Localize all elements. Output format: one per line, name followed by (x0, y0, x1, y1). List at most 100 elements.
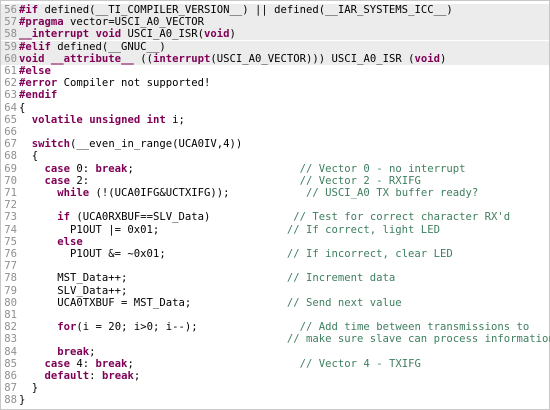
code-line[interactable]: 63#endif (1, 89, 549, 101)
code-token: (( (133, 52, 153, 65)
code-comment: // Add time between transmissions to (299, 321, 530, 334)
code-line[interactable]: 73 if (UCA0RXBUF==SLV_Data) // Test for … (1, 211, 549, 223)
code-comment: // make sure slave can process informati… (286, 333, 550, 346)
code-line[interactable]: 65 volatile unsigned int i; (1, 114, 549, 126)
code-token (19, 175, 45, 187)
line-number: 59 (4, 40, 17, 53)
code-keyword: while (57, 187, 90, 199)
code-text: } (19, 394, 25, 406)
code-keyword: #if (19, 4, 39, 16)
code-line[interactable]: 80 UCA0TXBUF = MST_Data; // Send next va… (1, 297, 549, 309)
code-keyword: else (57, 235, 83, 248)
code-text: #elif defined(__GNUC__) (19, 41, 166, 53)
code-keyword: break (95, 357, 128, 370)
code-token: ) (229, 28, 236, 41)
code-comment: // If correct, light LED (286, 223, 440, 236)
code-token: { (19, 150, 39, 163)
code-text: { (19, 102, 25, 114)
line-number: 63 (4, 89, 17, 102)
code-keyword: unsigned (89, 113, 141, 126)
line-number: 81 (4, 309, 17, 321)
code-line[interactable]: 85 case 4: break; // Vector 4 - TXIFG (1, 358, 549, 370)
code-line[interactable]: 84 break; (1, 346, 549, 358)
line-number: 84 (4, 345, 17, 358)
line-number: 72 (4, 199, 17, 212)
line-number: 78 (4, 272, 17, 285)
code-token (19, 114, 32, 126)
code-line[interactable]: 66 (1, 126, 549, 138)
code-line[interactable]: 61#else (1, 65, 549, 77)
code-keyword: case (44, 174, 71, 187)
code-line[interactable]: 72 (1, 199, 549, 211)
code-text: UCA0TXBUF = MST_Data; // Send next value (19, 297, 401, 309)
code-line[interactable]: 68 { (1, 150, 549, 162)
code-line[interactable]: 57#pragma vector=USCI_A0_VECTOR (1, 16, 549, 29)
code-token: 4: (70, 357, 96, 370)
code-text: while (!(UCA0IFG&UCTXIFG)); // USCI_A0 T… (19, 187, 478, 199)
code-line[interactable]: 59#elif defined(__GNUC__) (1, 40, 549, 53)
code-token: : (89, 370, 102, 382)
code-text: { (19, 150, 38, 162)
code-token: Compiler not supported! (57, 77, 211, 90)
code-text: default: break; (19, 370, 141, 382)
code-line[interactable]: 86 default: break; (1, 370, 549, 382)
code-line[interactable]: 88} (1, 394, 549, 406)
code-line[interactable]: 64{ (1, 102, 549, 114)
code-keyword: void (19, 52, 45, 65)
code-text: for(i = 20; i>0; i--); // Add time betwe… (19, 321, 529, 333)
code-token: } (19, 394, 26, 407)
line-number: 85 (4, 357, 17, 370)
code-comment: // Vector 0 - no interrupt (299, 162, 466, 175)
code-comment: // Vector 2 - RXIFG (299, 174, 421, 187)
code-keyword: #pragma (19, 16, 64, 29)
code-line[interactable]: 74 P1OUT |= 0x01; // If correct, light L… (1, 224, 549, 236)
code-keyword: case (44, 357, 71, 370)
line-number: 65 (4, 113, 17, 126)
code-line[interactable]: 79 SLV_Data++; (1, 285, 549, 297)
code-comment: // Increment data (286, 272, 396, 285)
code-keyword: void (204, 28, 230, 41)
code-text: #error Compiler not supported! (19, 77, 210, 89)
code-line[interactable]: 77 (1, 260, 549, 272)
code-token: SLV_Data++; (19, 284, 128, 297)
code-line[interactable]: 87 } (1, 382, 549, 394)
code-line[interactable]: 69 case 0: break; // Vector 0 - no inter… (1, 163, 549, 175)
code-line[interactable]: 70 case 2: // Vector 2 - RXIFG (1, 175, 549, 187)
code-line[interactable]: 81 (1, 309, 549, 321)
code-keyword: volatile (31, 113, 83, 126)
code-token: i; (165, 113, 185, 126)
code-keyword: break (101, 370, 134, 382)
code-line[interactable]: 67 switch(__even_in_range(UCA0IV,4)) (1, 138, 549, 150)
code-text: void __attribute__ ((interrupt(USCI_A0_V… (19, 53, 446, 65)
code-token: 0: (70, 162, 96, 175)
code-line[interactable]: 75 else (1, 236, 549, 248)
code-keyword: default (44, 370, 90, 382)
code-line[interactable]: 62#error Compiler not supported! (1, 77, 549, 89)
code-text: case 2: // Vector 2 - RXIFG (19, 175, 421, 187)
code-line[interactable]: 76 P1OUT &= ~0x01; // If incorrect, clea… (1, 248, 549, 260)
code-text: #else (19, 65, 51, 77)
code-text: } (19, 382, 38, 394)
code-line[interactable]: 58__interrupt void USCI_A0_ISR(void) (1, 28, 549, 41)
code-line[interactable]: 56#if defined(__TI_COMPILER_VERSION__) |… (1, 4, 549, 16)
code-line[interactable]: 83 // make sure slave can process inform… (1, 333, 550, 346)
code-token: { (19, 101, 26, 114)
code-keyword: void (95, 28, 122, 41)
line-number: 83 (4, 333, 17, 346)
code-token: defined(__TI_COMPILER_VERSION__) || defi… (38, 4, 453, 16)
line-number: 64 (4, 101, 17, 114)
code-token (19, 370, 45, 382)
code-text: case 4: break; // Vector 4 - TXIFG (19, 358, 421, 370)
code-line[interactable]: 78 MST_Data++; // Increment data (1, 272, 549, 284)
line-number: 70 (4, 174, 17, 187)
code-comment: // Test for correct character RX'd (293, 211, 511, 224)
code-token: (__even_in_range(UCA0IV,4)) (70, 138, 243, 151)
code-line[interactable]: 82 for(i = 20; i>0; i--); // Add time be… (1, 321, 549, 333)
code-token (19, 358, 45, 370)
code-token (19, 346, 57, 358)
line-number: 67 (4, 138, 17, 151)
code-line[interactable]: 71 while (!(UCA0IFG&UCTXIFG)); // USCI_A… (1, 187, 549, 199)
code-token: P1OUT |= 0x01; (19, 223, 287, 236)
